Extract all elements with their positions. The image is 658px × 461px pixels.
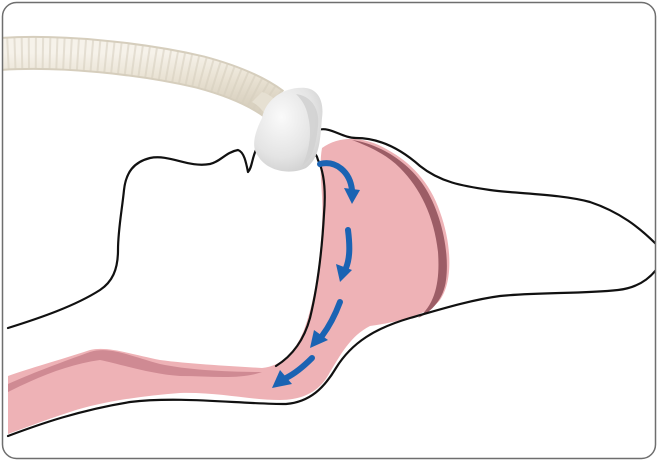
cpap-hose-icon [0, 53, 284, 124]
face-outline [8, 148, 325, 366]
airway-throat [8, 139, 449, 434]
